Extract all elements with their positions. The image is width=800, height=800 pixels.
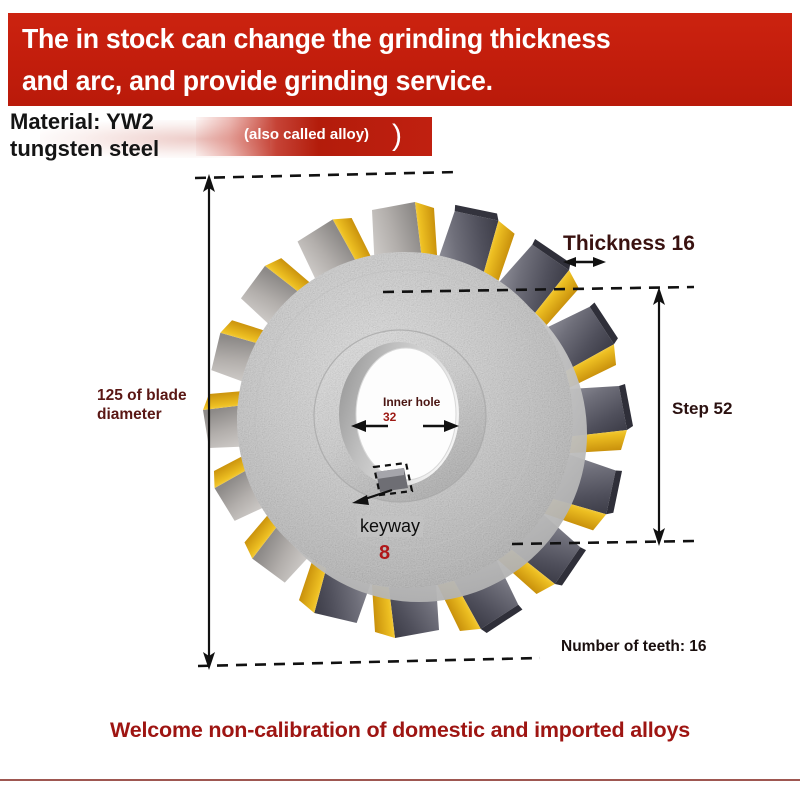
teeth-count-label: Number of teeth: 16 [561, 638, 707, 655]
keyway-notch [376, 468, 408, 492]
extension-line-step-top [382, 285, 695, 294]
inner-hole-dimension [351, 420, 459, 432]
keyway-leader [352, 461, 414, 505]
step-arrow-down [653, 528, 665, 546]
headline-line-2: and arc, and provide grinding service. [22, 65, 493, 96]
inner-hole-label: Inner hole 32 [383, 395, 440, 425]
extension-line-top [194, 170, 459, 180]
dimension-lines [194, 170, 695, 670]
extension-line-bottom [197, 656, 541, 668]
material-label: Material: YW2 tungsten steel [10, 108, 260, 162]
keyway-value: 8 [379, 542, 391, 564]
diameter-arrow-up [203, 174, 215, 192]
keyway-label: keyway [357, 516, 424, 537]
alloy-badge-paren: ) [392, 119, 402, 152]
alloy-badge-label: (also called alloy) [244, 126, 370, 143]
material-line-1: Material: YW2 [10, 109, 154, 134]
step-arrow-up [653, 287, 665, 305]
footer-text: Welcome non-calibration of domestic and … [110, 718, 690, 742]
step-label: Step 52 [672, 399, 733, 418]
inner-hole-value: 32 [383, 410, 397, 424]
headline-line-1: The in stock can change the grinding thi… [22, 23, 611, 54]
blade-diameter-label: 125 of blade diameter [97, 387, 187, 423]
footer-divider [0, 779, 800, 781]
inner-hole-label-text: Inner hole [383, 395, 441, 409]
diameter-arrow-down [203, 652, 215, 670]
alloy-badge: (also called alloy) ) [196, 117, 432, 156]
blade-diagram [0, 150, 800, 690]
material-line-2: tungsten steel [10, 136, 160, 161]
thickness-label: Thickness 16 [563, 232, 695, 255]
headline-banner: The in stock can change the grinding thi… [8, 13, 792, 106]
saw-blade-illustration [203, 202, 633, 638]
thickness-dimension [563, 257, 606, 267]
